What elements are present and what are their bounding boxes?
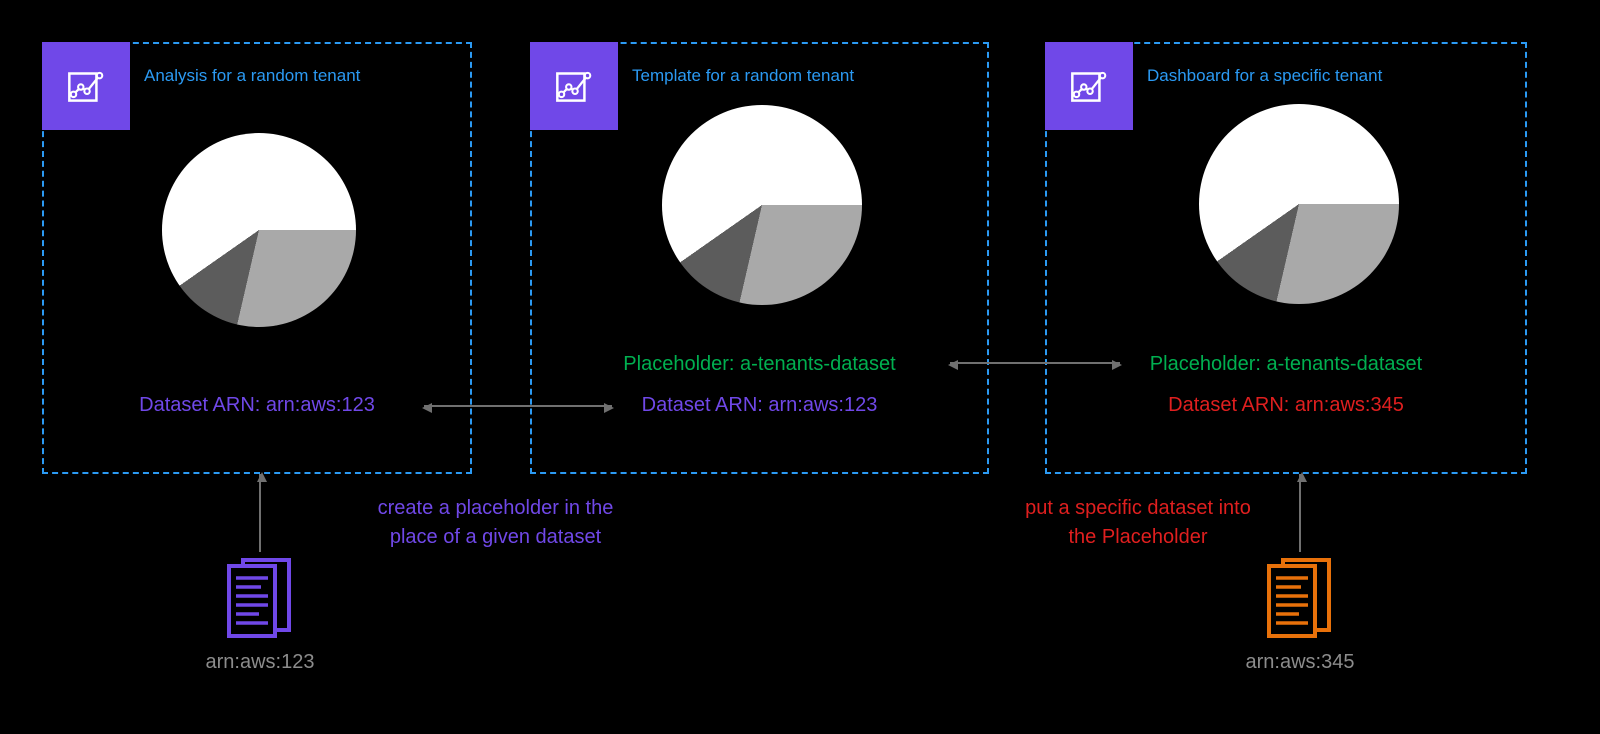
dataset-document-icon-orange	[1261, 552, 1339, 640]
dataset-arn-text-template: Dataset ARN: arn:aws:123	[641, 394, 878, 416]
annotation-put-dataset: put a specific dataset into the Placehol…	[1025, 497, 1251, 548]
document-copy-glyph	[227, 558, 291, 638]
dataset-arn-label-orange: arn:aws:345	[1245, 651, 1355, 673]
analytics-chart-icon	[530, 42, 618, 130]
dataset-arn-text-dashboard: Dataset ARN: arn:aws:345	[1168, 394, 1404, 416]
dataset-arn-link-arrow	[422, 403, 614, 413]
document-copy-glyph	[1267, 558, 1331, 638]
pie-chart-dashboard	[1199, 104, 1399, 304]
panel-title-analysis: Analysis for a random tenant	[144, 66, 361, 85]
dataset-arn-text-analysis: Dataset ARN: arn:aws:123	[139, 394, 375, 416]
dataset-to-analysis-arrow	[257, 472, 267, 552]
placeholder-text-dashboard: Placeholder: a-tenants-dataset	[1149, 353, 1423, 375]
panel-title-dashboard: Dashboard for a specific tenant	[1147, 66, 1383, 85]
panel-dashboard: Dashboard for a specific tenant Placehol…	[1045, 42, 1527, 474]
pie-chart-template	[662, 105, 862, 305]
dataset-arn-label-purple: arn:aws:123	[205, 651, 315, 673]
line-chart-glyph	[1071, 71, 1107, 102]
panel-template: Template for a random tenant Placeholder…	[530, 42, 989, 474]
analytics-chart-icon	[42, 42, 130, 130]
line-chart-glyph	[556, 71, 592, 102]
panel-analysis: Analysis for a random tenant Dataset ARN…	[42, 42, 472, 474]
analytics-chart-icon	[1045, 42, 1133, 130]
dataset-to-dashboard-arrow	[1297, 472, 1307, 552]
pie-chart-analysis	[162, 133, 356, 327]
placeholder-text-template: Placeholder: a-tenants-dataset	[623, 353, 896, 375]
line-chart-glyph	[68, 71, 104, 102]
placeholder-link-arrow	[948, 360, 1122, 370]
panel-title-template: Template for a random tenant	[632, 66, 855, 85]
dataset-document-icon-purple	[221, 552, 299, 640]
annotation-create-placeholder: create a placeholder in the place of a g…	[377, 497, 614, 548]
